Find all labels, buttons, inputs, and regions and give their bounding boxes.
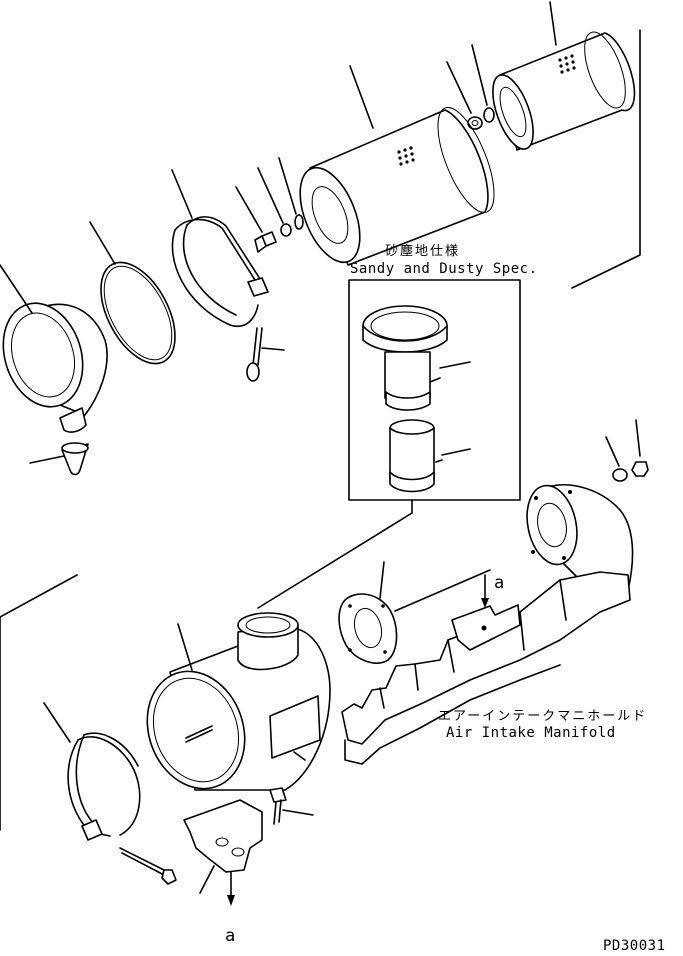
mounting-band: [43, 702, 141, 841]
leader-bracket-right: [571, 29, 641, 289]
intake-elbow: [526, 484, 634, 601]
hex-bolt: [269, 787, 314, 825]
sandy-dusty-spec-inset: 砂塵地仕様 Sandy and Dusty Spec.: [257, 244, 538, 609]
manifold-label-japanese: エアーインテークマニホールド: [438, 709, 647, 724]
sandy-spec-english: Sandy and Dusty Spec.: [350, 261, 538, 277]
filter-pattern-icon: [397, 146, 415, 166]
air-intake-manifold: [341, 571, 631, 765]
o-ring-gasket: [89, 221, 176, 365]
manifold-label-english: Air Intake Manifold: [446, 725, 616, 741]
mounting-nuts: [605, 419, 649, 482]
evacuator-valve: [29, 442, 89, 476]
band-clamp-top: [171, 169, 269, 327]
section-marker-bottom: a: [225, 926, 235, 946]
inner-element: [492, 1, 636, 151]
section-marker-top: a: [494, 573, 504, 593]
air-cleaner-body: [146, 612, 331, 791]
cleaner-cover: [0, 264, 108, 433]
outer-element: [299, 65, 495, 266]
precleaner-cap: [362, 305, 471, 411]
long-bolt: [119, 847, 177, 885]
filter-pattern-icon: [558, 54, 576, 74]
leader-bracket-left: [0, 574, 78, 831]
manifold-bracket: a: [451, 573, 521, 651]
figure-code: PD30031: [603, 938, 666, 954]
sandy-spec-japanese: 砂塵地仕様: [385, 244, 460, 259]
wing-bolt: [235, 157, 304, 253]
mounting-bracket: a: [183, 799, 263, 946]
flange-gasket: [338, 561, 491, 664]
adapter-pipe: [389, 419, 471, 493]
eye-bolt: [246, 327, 285, 382]
